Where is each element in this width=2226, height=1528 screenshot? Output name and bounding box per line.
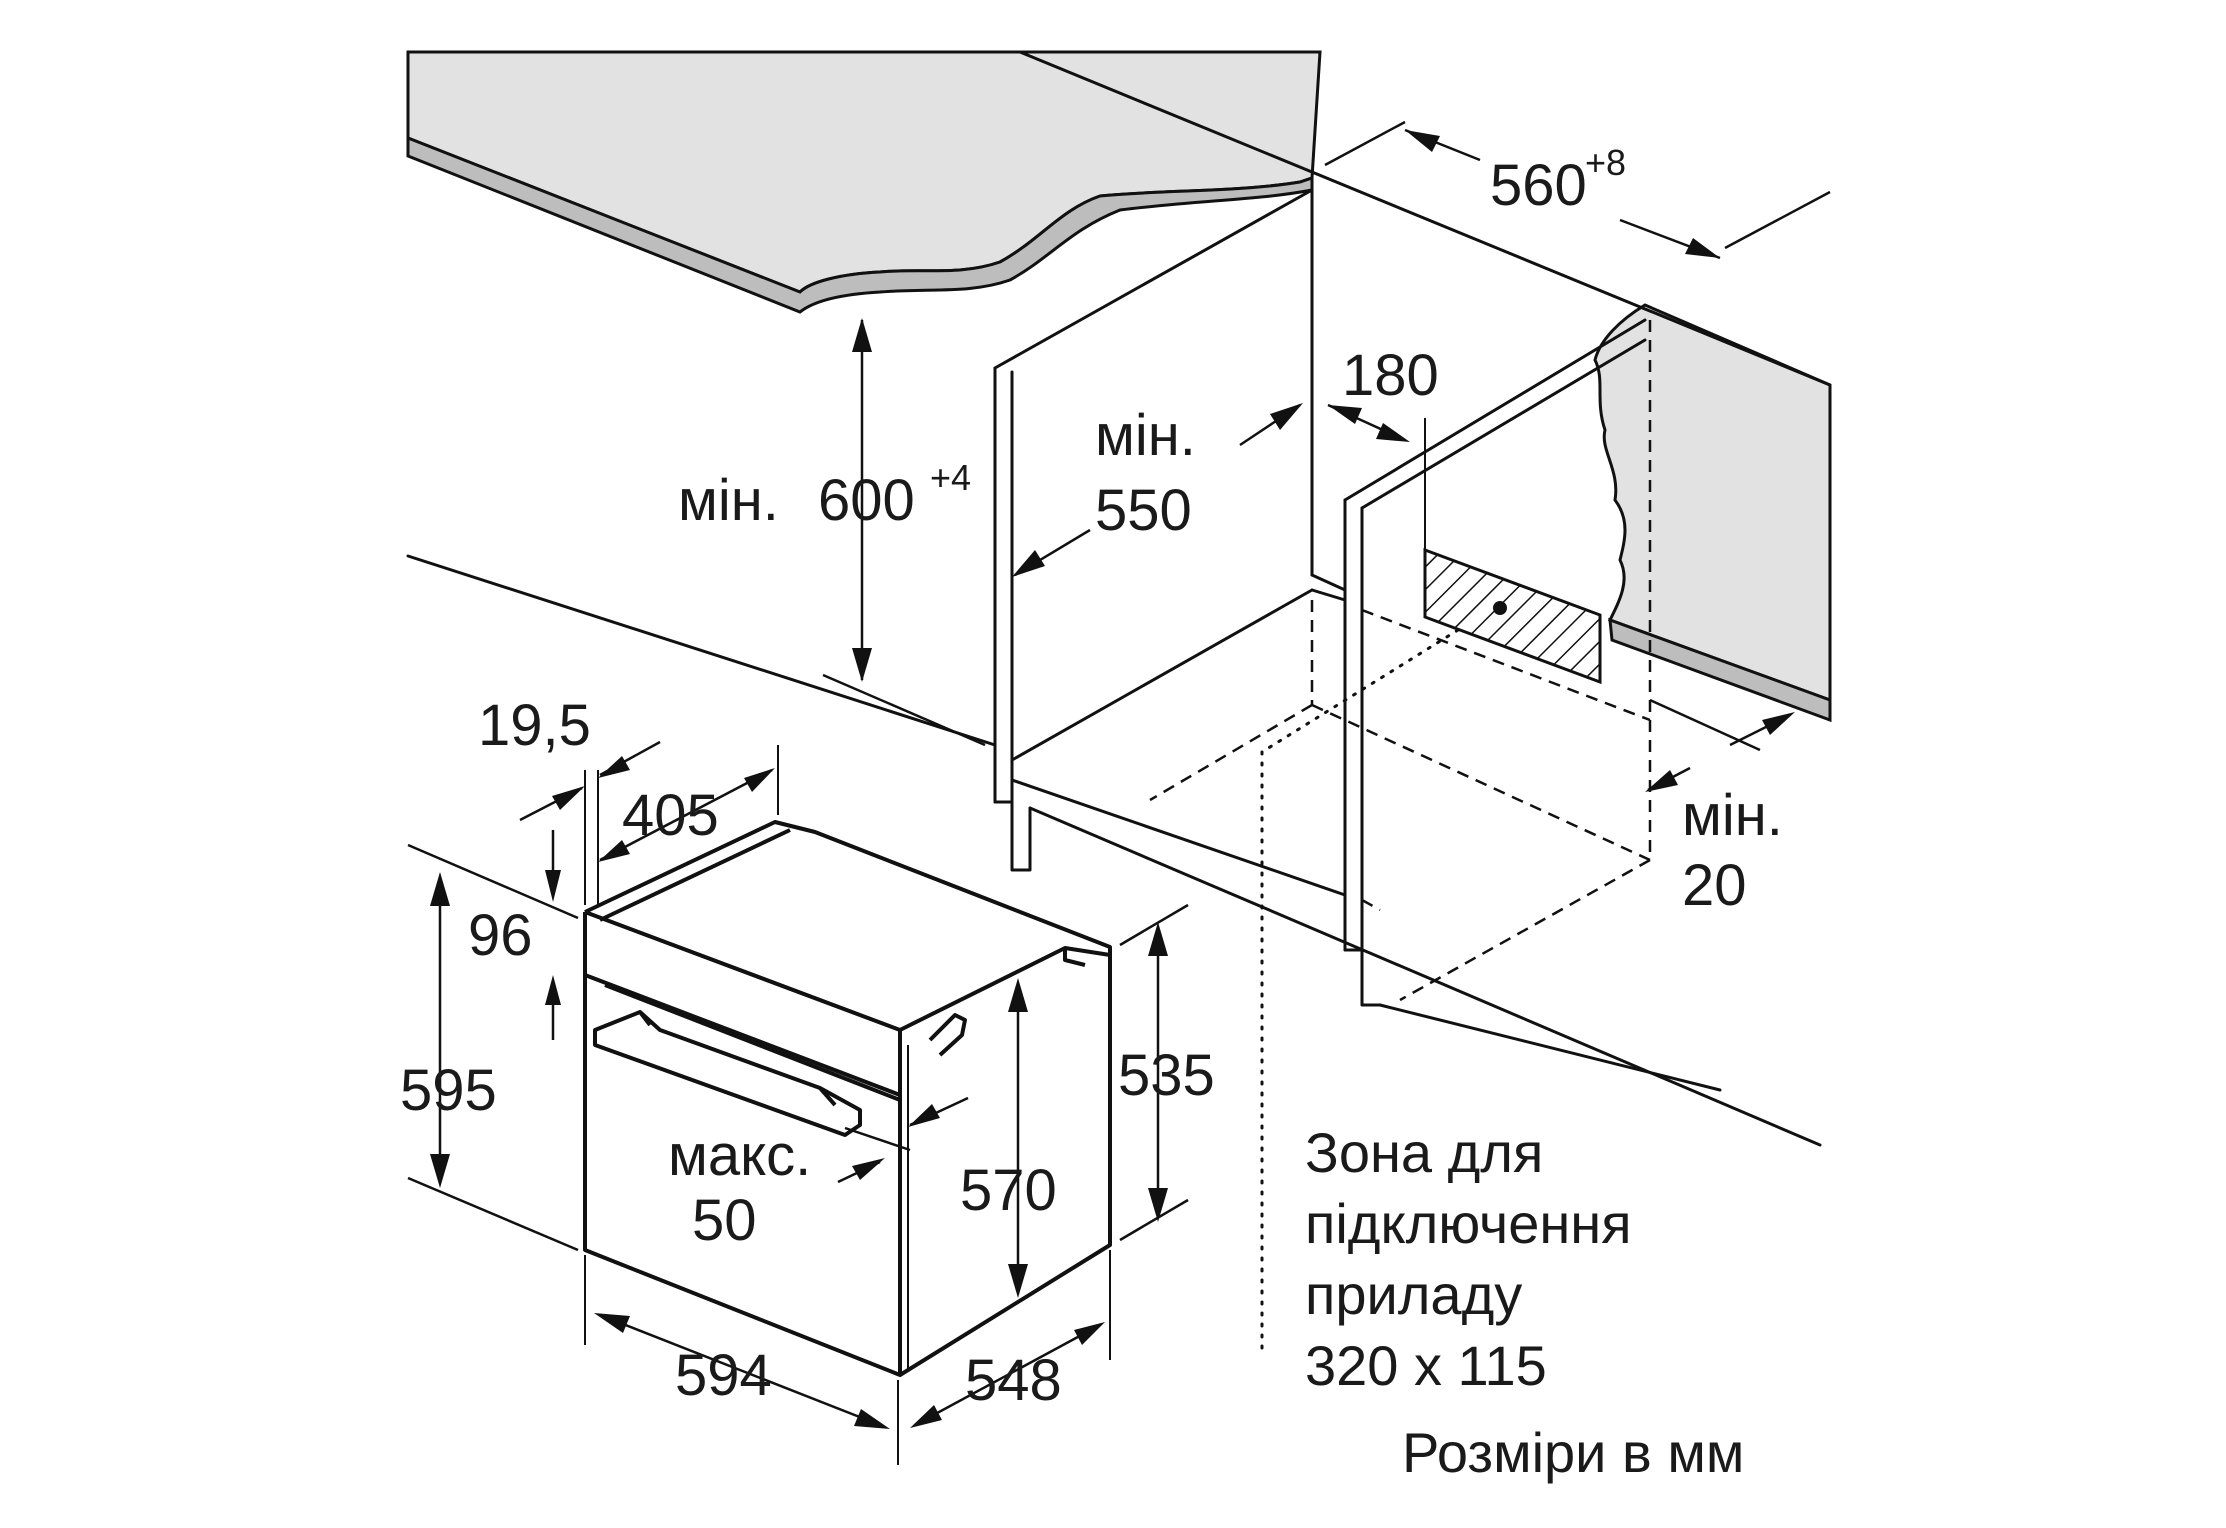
connection-zone-line-2: підключення (1305, 1192, 1632, 1255)
label-19-5: 19,5 (478, 693, 591, 758)
label-560-tolerance: +8 (1585, 142, 1626, 183)
connection-zone-line-3: приладу (1305, 1263, 1522, 1326)
connection-zone (1423, 418, 1602, 685)
label-600-prefix: мін. (678, 468, 779, 533)
label-405: 405 (622, 783, 719, 848)
connection-zone-text: Зона для підключення приладу 320 x 115 (1305, 1121, 1632, 1397)
label-550-prefix: мін. (1095, 403, 1196, 468)
units-note: Розміри в мм (1402, 1421, 1744, 1484)
label-594: 594 (675, 1343, 772, 1408)
label-20: 20 (1682, 853, 1747, 918)
niche-hidden-edges (1149, 320, 1652, 1357)
dimension-lines (407, 120, 1831, 1465)
label-180: 180 (1342, 343, 1439, 408)
label-600: 600 (818, 468, 915, 533)
countertop-right (1593, 303, 1832, 723)
label-535: 535 (1118, 1043, 1215, 1108)
label-96: 96 (468, 903, 533, 968)
label-548: 548 (965, 1348, 1062, 1413)
label-595: 595 (400, 1058, 497, 1123)
label-600-tolerance: +4 (930, 457, 971, 498)
label-20-prefix: мін. (1682, 783, 1783, 848)
label-max-50-prefix: макс. (668, 1123, 811, 1188)
label-550: 550 (1095, 478, 1192, 543)
label-max-50: 50 (692, 1188, 757, 1253)
label-570: 570 (960, 1158, 1057, 1223)
connection-zone-line-4: 320 x 115 (1305, 1334, 1547, 1397)
cabinet-niche (406, 50, 1832, 1147)
oven (583, 820, 1112, 1377)
dimension-labels: 560 +8 мін. 550 мін. 600 +4 180 мін. 20 … (400, 142, 1783, 1413)
label-560: 560 (1490, 153, 1587, 218)
countertop-left (406, 50, 1322, 314)
connection-zone-line-1: Зона для (1305, 1121, 1543, 1184)
